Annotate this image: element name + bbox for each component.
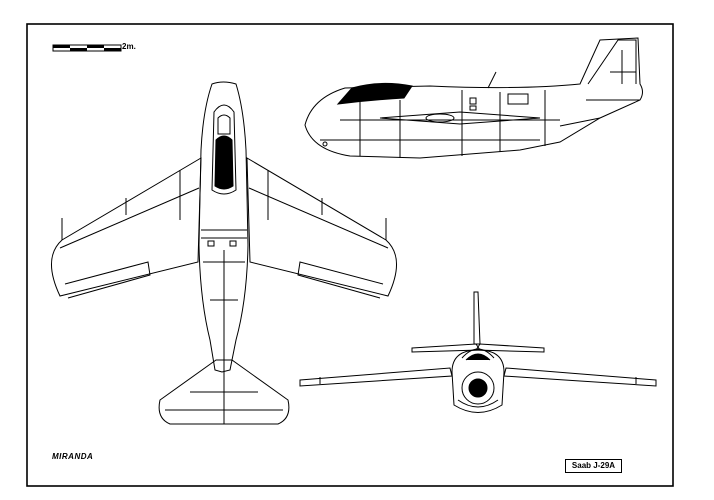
top-view bbox=[51, 81, 397, 425]
side-canopy bbox=[336, 82, 413, 105]
right-wing bbox=[246, 157, 397, 297]
scale-bar bbox=[52, 44, 122, 52]
drawing-frame bbox=[26, 23, 674, 487]
canopy bbox=[211, 104, 237, 195]
front-intake bbox=[461, 371, 495, 405]
front-view bbox=[299, 291, 657, 413]
scale-label: 2m. bbox=[122, 42, 136, 51]
side-view bbox=[304, 37, 643, 159]
canopy-glass bbox=[214, 135, 234, 190]
front-fuselage bbox=[451, 349, 505, 413]
front-left-wing bbox=[299, 367, 453, 387]
side-wing bbox=[379, 111, 541, 125]
side-fuselage bbox=[304, 37, 643, 159]
artist-signature: MIRANDA bbox=[52, 452, 94, 461]
front-fin bbox=[473, 291, 481, 345]
front-right-wing bbox=[503, 367, 657, 387]
aircraft-title-label: Saab J-29A bbox=[565, 459, 622, 473]
tailplane bbox=[158, 359, 290, 425]
fuselage-outline bbox=[198, 81, 249, 373]
left-wing bbox=[51, 157, 202, 297]
